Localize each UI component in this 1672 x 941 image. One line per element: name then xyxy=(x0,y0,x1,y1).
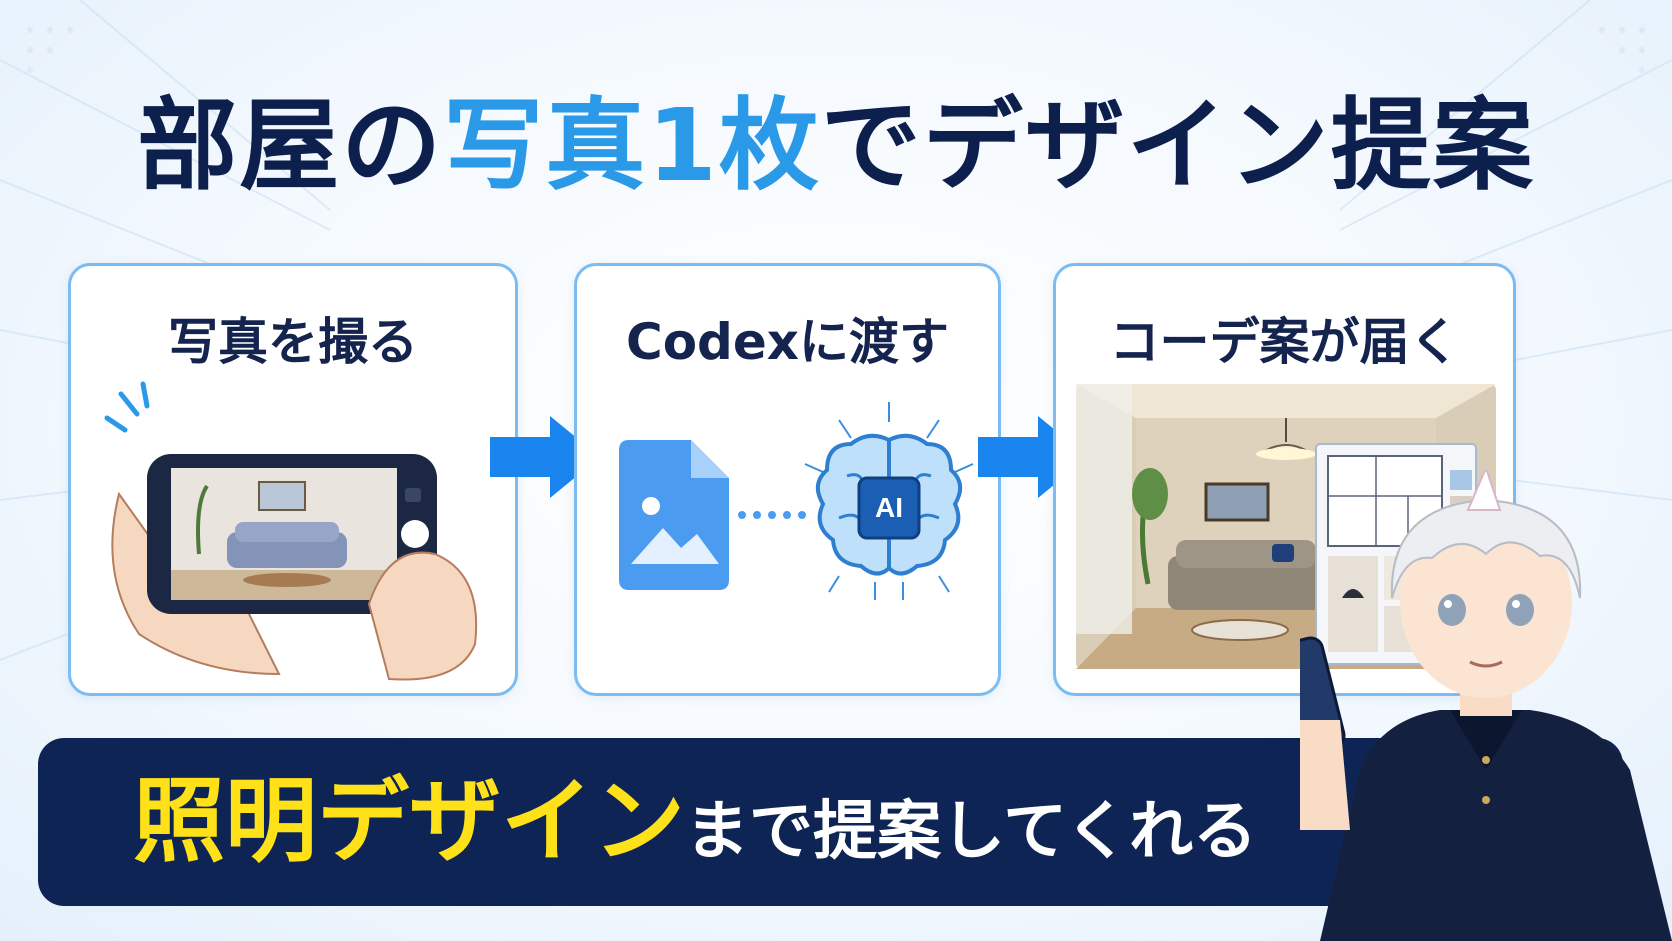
banner-text: 照明デザインまで提案してくれる xyxy=(133,774,1257,880)
ai-chip-label: AI xyxy=(875,492,903,523)
step-title-proposal: コーデ案が届く xyxy=(1109,313,1460,371)
step-card-codex: Codexに渡す AI xyxy=(574,263,1001,696)
character-illustration xyxy=(1300,470,1672,941)
banner-rest: まで提案してくれる xyxy=(685,795,1258,869)
headline-part2: でデザイン提案 xyxy=(820,87,1535,204)
connector-dots xyxy=(738,511,806,519)
headline-part1: 部屋の xyxy=(137,87,444,204)
headline: 部屋の写真1枚でデザイン提案 xyxy=(0,86,1672,206)
ai-brain-icon: AI xyxy=(804,402,974,600)
step-title-codex: Codexに渡す xyxy=(626,313,949,371)
banner-highlight: 照明デザイン xyxy=(133,768,686,875)
step-card-take-photo: 写真を撮る xyxy=(68,263,518,696)
headline-accent: 写真1枚 xyxy=(443,87,821,204)
step-title-take-photo: 写真を撮る xyxy=(168,313,418,371)
camera-phone-icon xyxy=(104,381,478,681)
arrow-right-icon xyxy=(490,416,600,498)
image-file-icon xyxy=(619,440,729,590)
